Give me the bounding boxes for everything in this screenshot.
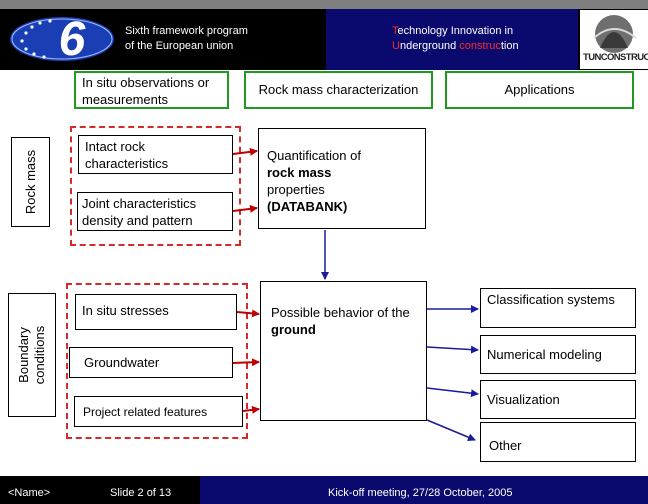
joint-characteristics-box: Joint characteristics density and patter… <box>77 192 233 231</box>
project-title-part: U <box>392 40 400 52</box>
column-header-applications: Applications <box>445 71 634 109</box>
project-title-part: echnology <box>397 25 451 37</box>
program-line-2: of the European union <box>125 40 234 52</box>
project-features-label: Project related features <box>83 405 208 419</box>
groundwater-box: Groundwater <box>69 347 233 378</box>
program-line-1: Sixth framework program <box>125 25 248 37</box>
column-header-characterization: Rock mass characterization <box>244 71 433 109</box>
side-label-boundary-conditions: Boundary conditions <box>8 293 56 417</box>
top-strip <box>0 0 648 9</box>
slide-footer: <Name> Slide 2 of 13 Kick-off meeting, 2… <box>0 476 648 504</box>
other-label: Other <box>489 438 522 453</box>
fp6-logo: 6 <box>10 13 114 66</box>
arrow-ground-to-other <box>426 419 476 441</box>
fp6-logo-digit: 6 <box>59 13 86 66</box>
other-box: Other <box>480 422 636 462</box>
project-title-part: tion <box>500 40 519 52</box>
column-header-observations-label: In situ observations or measurements <box>82 75 210 107</box>
databank-bold-rock-mass: rock mass <box>267 165 332 180</box>
databank-box: Quantification of rock mass properties (… <box>258 128 426 229</box>
slide-header: 6 Sixth framework program of the Europea… <box>0 9 648 70</box>
footer-meeting: Kick-off meeting, 27/28 October, 2005 <box>328 487 513 499</box>
in-situ-stresses-box: In situ stresses <box>75 294 237 330</box>
in-situ-stresses-label: In situ stresses <box>82 303 169 318</box>
side-label-rock-mass: Rock mass <box>11 137 50 227</box>
ground-behavior-bold: ground <box>271 322 316 337</box>
tunconstruct-logo: TUNCONSTRUCT <box>580 10 648 69</box>
arrow-intact-to-databank <box>232 147 258 156</box>
ground-behavior-text: Possible behavior of the <box>271 305 410 320</box>
header-blue-panel <box>326 9 578 70</box>
tunnel-globe-icon <box>593 15 637 53</box>
ground-behavior-box: Possible behavior of the ground <box>260 281 427 421</box>
project-features-box: Project related features <box>74 396 243 427</box>
visualization-box: Visualization <box>480 380 636 419</box>
arrow-groundwater-to-ground <box>232 358 260 367</box>
footer-slide-number: Slide 2 of 13 <box>110 487 172 499</box>
arrow-stresses-to-ground <box>236 309 260 318</box>
project-title-line-2: Underground construction <box>392 39 519 54</box>
intact-rock-label: Intact rock characteristics <box>85 139 169 171</box>
databank-line-1: Quantification of <box>267 148 361 163</box>
project-title-part: nderground <box>399 40 460 52</box>
footer-blue-panel <box>200 476 648 504</box>
classification-box: Classification systems <box>480 288 636 328</box>
arrow-joint-to-databank <box>232 204 258 213</box>
column-header-observations: In situ observations or measurements <box>74 71 229 109</box>
joint-characteristics-label: Joint characteristics density and patter… <box>82 196 197 228</box>
numerical-modeling-box: Numerical modeling <box>480 335 636 374</box>
boundary-input-group <box>66 283 248 439</box>
arrow-ground-to-numerical <box>426 345 479 354</box>
project-title-part: I <box>450 25 454 37</box>
rock-mass-input-group <box>70 126 241 246</box>
arrow-ground-to-visualization <box>426 387 479 398</box>
column-header-characterization-label: Rock mass characterization <box>258 82 419 97</box>
groundwater-label: Groundwater <box>84 355 160 370</box>
project-title-part: nnovation in <box>453 25 514 37</box>
numerical-modeling-label: Numerical modeling <box>487 347 602 362</box>
databank-line-3: properties <box>267 182 325 197</box>
arrow-project-to-ground <box>242 405 260 414</box>
project-title: Technology Innovation in Underground con… <box>392 24 519 54</box>
project-title-line-1: Technology Innovation in <box>392 24 519 39</box>
footer-author: <Name> <box>8 487 51 499</box>
project-title-part: T <box>392 25 398 37</box>
classification-label: Classification systems <box>487 292 615 307</box>
databank-bold-label: (DATABANK) <box>267 199 348 214</box>
column-header-applications-label: Applications <box>504 82 575 97</box>
visualization-label: Visualization <box>487 392 560 407</box>
tunconstruct-logo-text: TUNCONSTRUCT <box>583 52 648 63</box>
program-title: Sixth framework program of the European … <box>125 24 248 54</box>
intact-rock-box: Intact rock characteristics <box>78 135 233 174</box>
project-title-part: construc <box>459 40 501 52</box>
